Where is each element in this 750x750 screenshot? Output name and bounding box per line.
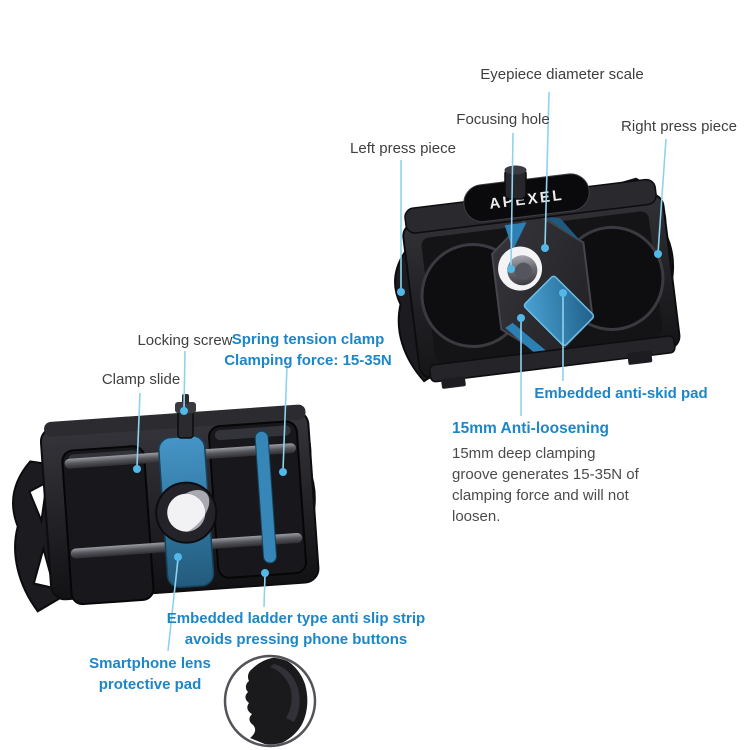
label-spring-tension-clamp: Spring tension clamp Clamping force: 15-… xyxy=(183,329,433,371)
label-lens-protective-pad-line2: protective pad xyxy=(98,676,202,693)
callout-anti-loosening-title: 15mm Anti-loosening xyxy=(452,420,610,437)
locking-screw-knob xyxy=(175,394,196,439)
anti-skid-pad xyxy=(523,275,595,347)
label-right-press-piece: Right press piece xyxy=(621,118,737,135)
anti-skid-wedge-bottom xyxy=(505,322,549,358)
label-lens-protective-pad-line1: Smartphone lens xyxy=(89,655,211,672)
label-eyepiece-diameter-scale: Eyepiece diameter scale xyxy=(480,66,644,83)
label-clamp-slide: Clamp slide xyxy=(101,371,181,388)
ladder-anti-slip-strip xyxy=(254,430,277,564)
front-clamp-illustration: APEXEL xyxy=(394,165,681,389)
anti-skid-wedge-top xyxy=(504,222,527,251)
label-ladder-strip-line1: Embedded ladder type anti slip strip xyxy=(166,610,426,627)
label-focusing-hole: Focusing hole xyxy=(456,111,550,128)
left-phone-pad xyxy=(61,445,155,606)
back-clamp-illustration xyxy=(12,394,320,613)
label-spring-tension-clamp-line1: Spring tension clamp xyxy=(231,331,385,348)
label-lens-protective-pad: Smartphone lens protective pad xyxy=(25,653,275,695)
label-ladder-strip: Embedded ladder type anti slip strip avo… xyxy=(146,608,446,650)
ladder-strip-detail-magnifier xyxy=(223,654,317,748)
label-left-press-piece: Left press piece xyxy=(350,140,456,157)
label-spring-tension-clamp-line2: Clamping force: 15-35N xyxy=(224,352,392,369)
label-ladder-strip-line2: avoids pressing phone buttons xyxy=(184,631,408,648)
callout-anti-loosening-body: 15mm deep clamping groove generates 15-3… xyxy=(452,445,639,525)
focusing-knob xyxy=(504,165,527,200)
label-locking-screw: Locking screw xyxy=(137,332,233,349)
label-anti-skid-pad: Embedded anti-skid pad xyxy=(534,385,708,402)
